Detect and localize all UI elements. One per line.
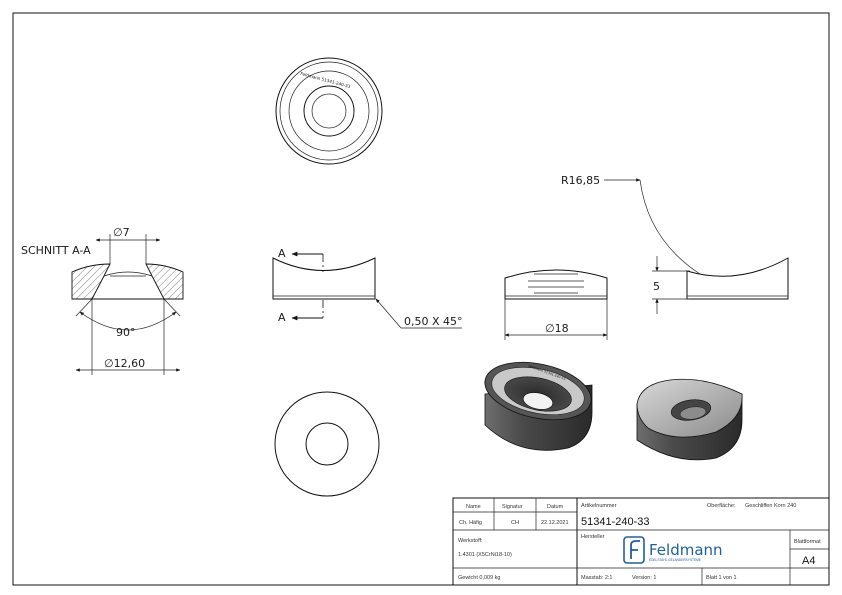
tb-header-name: Name (466, 504, 481, 510)
tb-format-value: A4 (802, 555, 815, 567)
dim-radius: R16,85 (561, 174, 600, 187)
tb-version: Version: 1 (632, 575, 656, 581)
dim-countersink-angle: 90° (116, 326, 136, 339)
tb-date: 22.12.2021 (541, 520, 569, 526)
title-block: Name Signatur Datum Ch. Häfig CH 22.12.2… (452, 497, 830, 586)
top-view: Feldmann 51341-240-33 (275, 57, 383, 165)
tb-format-label: Blattformat (794, 539, 821, 545)
dim-chamfer: 0,50 X 45° (404, 315, 463, 328)
sheet-border (12, 12, 830, 586)
cut-label-bottom: A (278, 311, 286, 324)
logo-text: Feldmann (649, 541, 723, 559)
tb-article-label: Artikelnummer (581, 503, 617, 509)
tb-sheet: Blatt 1 von 1 (706, 575, 737, 581)
iso-view-bottom (636, 378, 743, 461)
iso-view-top: Feldmann 51341-240-33 (484, 361, 593, 451)
section-view: SCHNITT A-A ∅7 90° ∅12,60 (21, 226, 184, 375)
front-view: A A 0,50 X 45° (272, 247, 463, 329)
tb-weight: Gewicht 0,009 kg (458, 575, 501, 581)
logo-subtitle: EDELSTAHL GELANDERSYSTEME (649, 558, 701, 562)
tb-manufacturer-label: Hersteller (581, 534, 605, 540)
dim-bore-diameter: ∅7 (113, 226, 130, 239)
bottom-view (274, 391, 380, 497)
tb-surface-value: Geschliffen Korn 240 (745, 503, 796, 509)
dim-height: 5 (653, 280, 660, 293)
section-title: SCHNITT A-A (21, 244, 91, 257)
tb-surface-label: Oberfläche: (707, 503, 736, 509)
cut-label-top: A (278, 247, 286, 260)
tb-material-label: Werkstoff: (458, 538, 483, 544)
dim-outer-diameter: ∅18 (545, 322, 569, 335)
feldmann-logo: Feldmann EDELSTAHL GELANDERSYSTEME (623, 536, 723, 564)
tb-scale: Masstab: 2:1 (581, 575, 613, 581)
tb-signature: CH (511, 520, 519, 526)
right-view: R16,85 5 (561, 174, 789, 314)
tb-article-number: 51341-240-33 (581, 516, 650, 528)
tb-header-date: Datum (547, 504, 564, 510)
tb-name: Ch. Häfig (459, 520, 482, 526)
tb-material-value: 1.4301 (X5CrNi18-10) (458, 552, 512, 558)
dim-countersink-diameter: ∅12,60 (104, 357, 145, 370)
side-view: ∅18 (504, 269, 608, 340)
tb-header-signature: Signatur (502, 504, 523, 510)
